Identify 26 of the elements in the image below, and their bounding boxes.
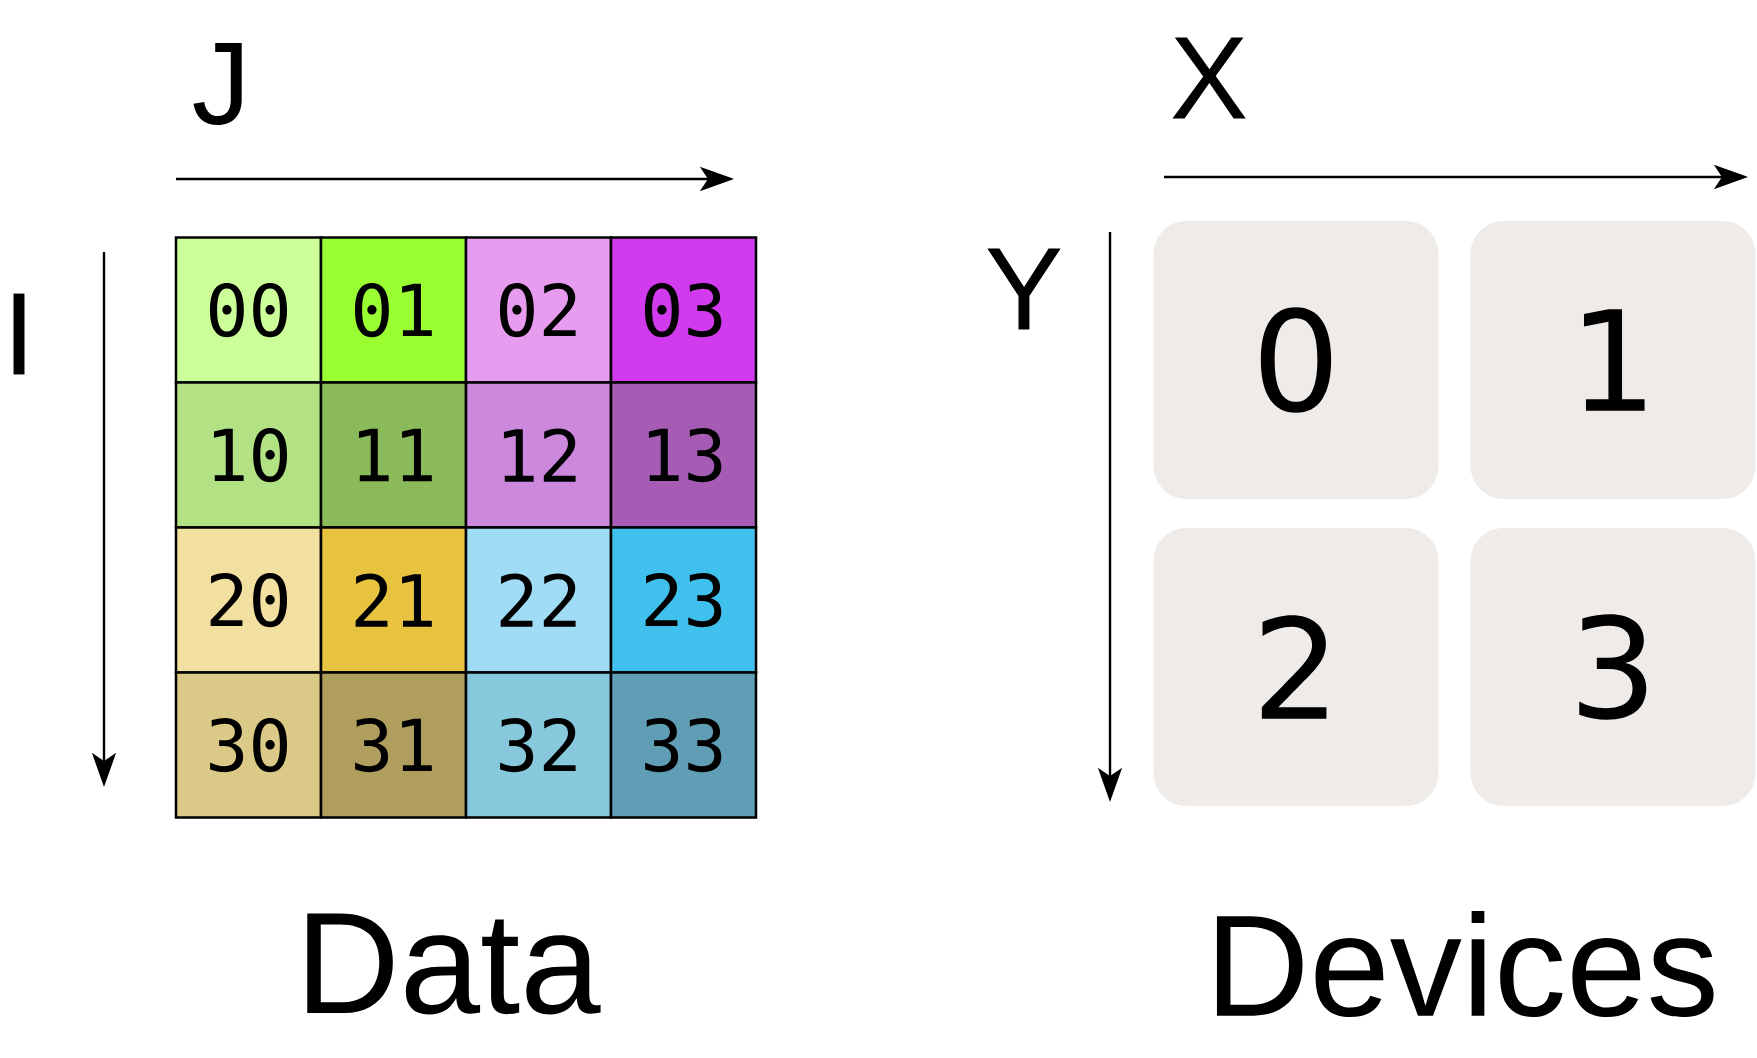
axis-label: X: [1172, 37, 1246, 119]
grid-cell: 23: [609, 526, 758, 674]
grid-cell: 02: [464, 236, 613, 384]
grid-cell: 33: [609, 671, 758, 819]
grid-cell: 11: [319, 381, 468, 529]
grid-cell: 00: [174, 236, 323, 384]
panel-title: Devices: [1216, 910, 1714, 1018]
panel-title: Data: [307, 913, 601, 1015]
grid-cell: 31: [319, 671, 468, 819]
axis-label: J: [193, 43, 242, 125]
axis-label: I: [13, 293, 25, 375]
grid-cell: 01: [319, 236, 468, 384]
device-box: 1: [1470, 221, 1756, 499]
grid-cell: 10: [174, 381, 323, 529]
grid-cell: 32: [464, 671, 613, 819]
grid-cell: 21: [319, 526, 468, 674]
grid-cell: 20: [174, 526, 323, 674]
device-box: 3: [1470, 528, 1756, 806]
grid-cell: 13: [609, 381, 758, 529]
grid-cell: 22: [464, 526, 613, 674]
device-box: 2: [1153, 528, 1439, 806]
grid-cell: 03: [609, 236, 758, 384]
grid-cell: 12: [464, 381, 613, 529]
axis-label: Y: [987, 248, 1061, 330]
device-box: 0: [1153, 221, 1439, 499]
grid-cell: 30: [174, 671, 323, 819]
